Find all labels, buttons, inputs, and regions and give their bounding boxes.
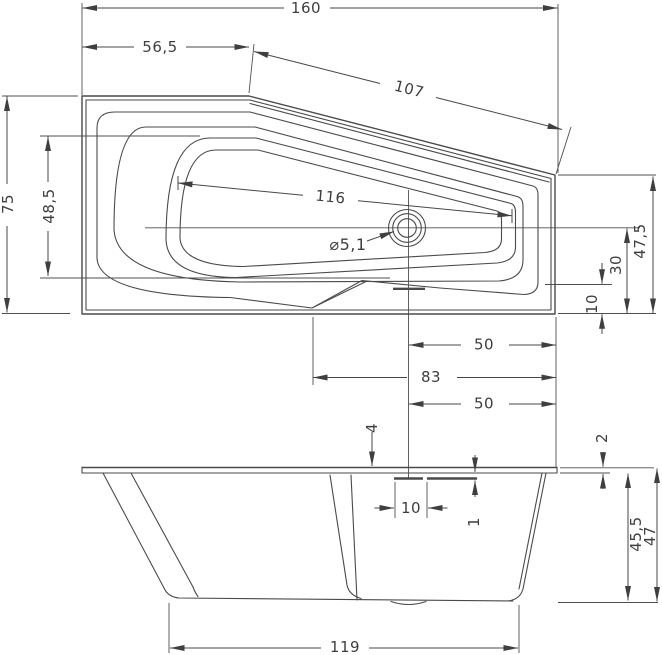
dim-rim-thickness: 2 (593, 433, 611, 443)
dim-skirt-height: 45,5 (627, 516, 645, 551)
skirt-left-outer (102, 472, 514, 602)
dim-base-length: 119 (330, 638, 360, 655)
wall-contour-outer (96, 111, 539, 309)
dim-overflow-slot-length: 10 (401, 499, 421, 517)
dim-overall-height: 47 (641, 526, 659, 546)
tub-rim-inner-edge (85, 99, 552, 311)
skirt-right-outer (507, 472, 547, 602)
dim-side-drain-to-right-end: 50 (474, 395, 494, 413)
skirt-right-inner (518, 472, 543, 590)
basin-floor-edge (179, 149, 503, 268)
plan-view-outline (81, 95, 640, 478)
tub-rim-diagonal-line (249, 102, 550, 183)
skirt-left-inner (130, 472, 199, 598)
dim-drain-to-right-end: 50 (474, 336, 494, 354)
dim-basin-width: 48,5 (40, 188, 58, 223)
apron-fold-line (313, 280, 367, 308)
dim-drain-to-bottom-edge: 30 (607, 255, 625, 275)
dim-basin-length: 116 (315, 187, 347, 208)
dim-diagonal-edge-length: 107 (392, 77, 426, 102)
dim-apron-to-bottom-edge: 10 (583, 294, 601, 314)
dim-drain-diameter: ⌀5,1 (329, 235, 366, 254)
drain-bump (390, 600, 427, 606)
plan-dimension-labels: 160 56,5 107 75 48,5 116 ⌀5,1 47,5 30 10… (0, 0, 649, 386)
side-view-outline (81, 466, 558, 606)
dim-right-end-width: 47,5 (631, 223, 649, 258)
dim-overall-width: 75 (0, 194, 17, 214)
dim-top-straight-length: 56,5 (142, 38, 177, 56)
wall-contour-middle (113, 126, 524, 283)
side-dimension-labels: 50 4 10 1 2 45,5 47 119 (330, 395, 659, 655)
plan-extension-lines (2, 3, 656, 467)
interior-wall-edge-b (350, 474, 358, 601)
dim-rim-to-overflow-drop: 4 (363, 423, 381, 433)
dim-basin-to-right-end: 83 (421, 368, 441, 386)
interior-wall-edge-a (329, 474, 362, 600)
plan-dimension-lines (4, 4, 656, 381)
side-dimension-lines (170, 401, 660, 651)
side-extension-lines (168, 467, 658, 653)
basin-top-edge (165, 137, 517, 279)
dim-slot-to-rim-offset: 1 (465, 517, 483, 527)
dim-overall-length: 160 (291, 0, 321, 17)
